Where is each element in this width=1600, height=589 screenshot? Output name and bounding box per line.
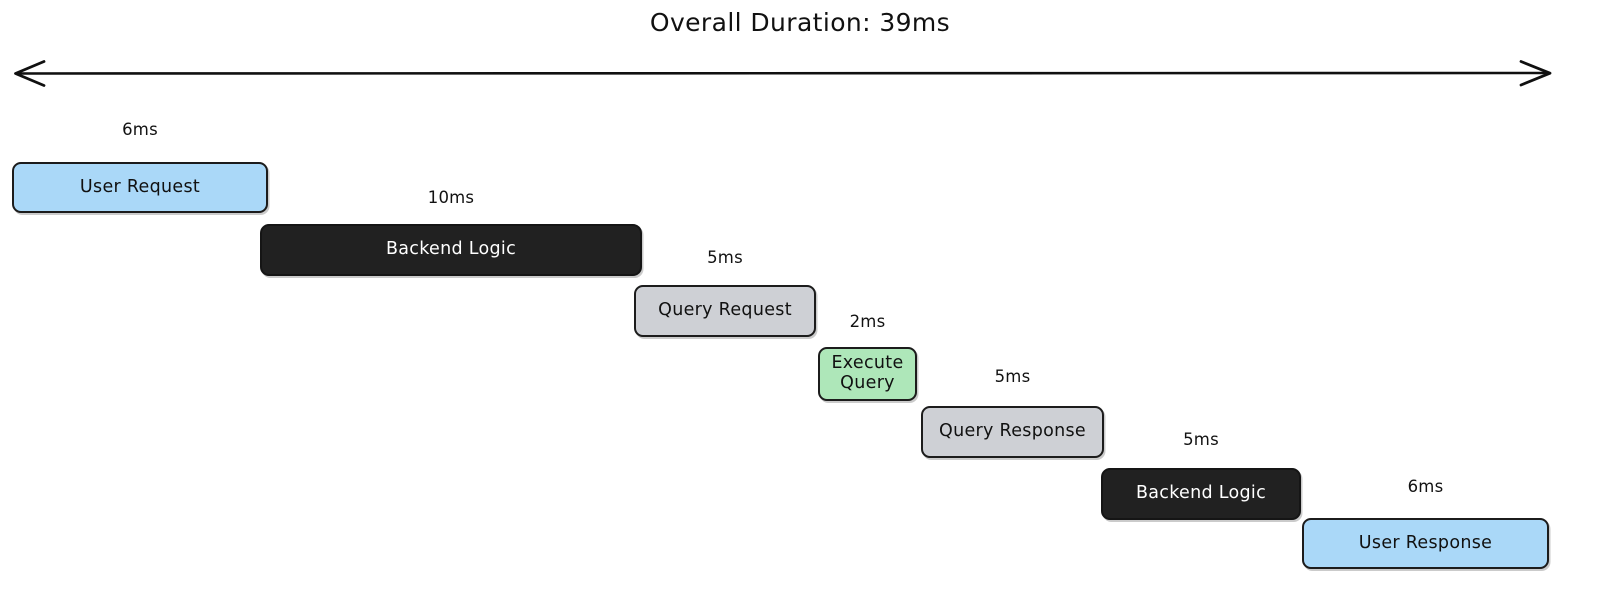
- timeline-bar-label: Backend Logic: [1135, 483, 1267, 504]
- duration-label: 2ms: [849, 312, 886, 331]
- timeline-bar[interactable]: Backend Logic: [1101, 468, 1301, 520]
- timeline-bar-label: User Response: [1358, 532, 1493, 553]
- duration-label: 5ms: [994, 367, 1031, 386]
- timeline-bar[interactable]: Query Response: [921, 406, 1104, 458]
- timeline-bar[interactable]: Query Request: [634, 285, 816, 337]
- timeline-bar-label: Query Response: [939, 421, 1086, 442]
- timeline-axis: [0, 52, 1600, 96]
- arrow-left-icon: [14, 60, 46, 87]
- duration-label: 5ms: [707, 248, 743, 267]
- duration-label: 6ms: [122, 120, 158, 139]
- duration-label: 10ms: [427, 188, 475, 207]
- duration-label: 6ms: [1407, 477, 1444, 496]
- timeline-bar-label: Execute Query: [831, 353, 904, 393]
- timeline-bar[interactable]: Execute Query: [818, 347, 917, 401]
- duration-label: 5ms: [1183, 430, 1219, 449]
- arrow-right-icon: [1519, 60, 1552, 87]
- timeline-bar[interactable]: User Response: [1302, 518, 1549, 569]
- timeline-bar[interactable]: Backend Logic: [260, 224, 642, 276]
- timeline-bar[interactable]: User Request: [12, 162, 268, 213]
- axis-line: [15, 71, 1551, 75]
- timeline-bar-label: Query Request: [658, 300, 792, 321]
- timeline-bar-label: Backend Logic: [385, 239, 517, 260]
- timeline-bar-label: User Request: [79, 176, 201, 197]
- page-title: Overall Duration: 39ms: [649, 8, 951, 37]
